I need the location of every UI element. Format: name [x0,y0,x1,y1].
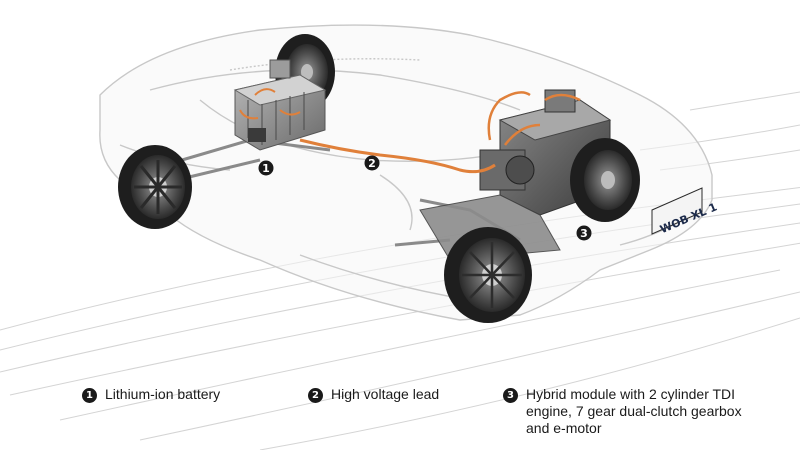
legend-item-hv-lead: 2 High voltage lead [308,386,439,403]
legend-number-2: 2 [308,388,323,403]
legend-label-1: Lithium-ion battery [105,386,221,402]
legend-label-2: High voltage lead [331,386,440,402]
callout-marker-1: 1 [258,160,274,176]
legend-number-1: 1 [82,388,97,403]
rear-right-wheel [570,138,640,222]
legend-label-3: Hybrid module with 2 cylinder TDI engine… [526,386,742,436]
front-left-wheel [118,145,192,229]
lithium-ion-battery [233,59,327,151]
legend-number-3: 3 [503,388,518,403]
callout-marker-3: 3 [576,225,592,241]
callout-number-2: 2 [368,157,376,170]
callout-marker-2: 2 [364,155,380,171]
callout-number-3: 3 [580,227,588,240]
legend-item-hybrid-module: 3 Hybrid module with 2 cylinder TDI engi… [503,386,751,437]
high-voltage-lead [299,138,496,174]
rear-left-wheel [444,227,532,323]
legend-item-battery: 1 Lithium-ion battery [82,386,220,403]
callout-number-1: 1 [262,162,270,175]
